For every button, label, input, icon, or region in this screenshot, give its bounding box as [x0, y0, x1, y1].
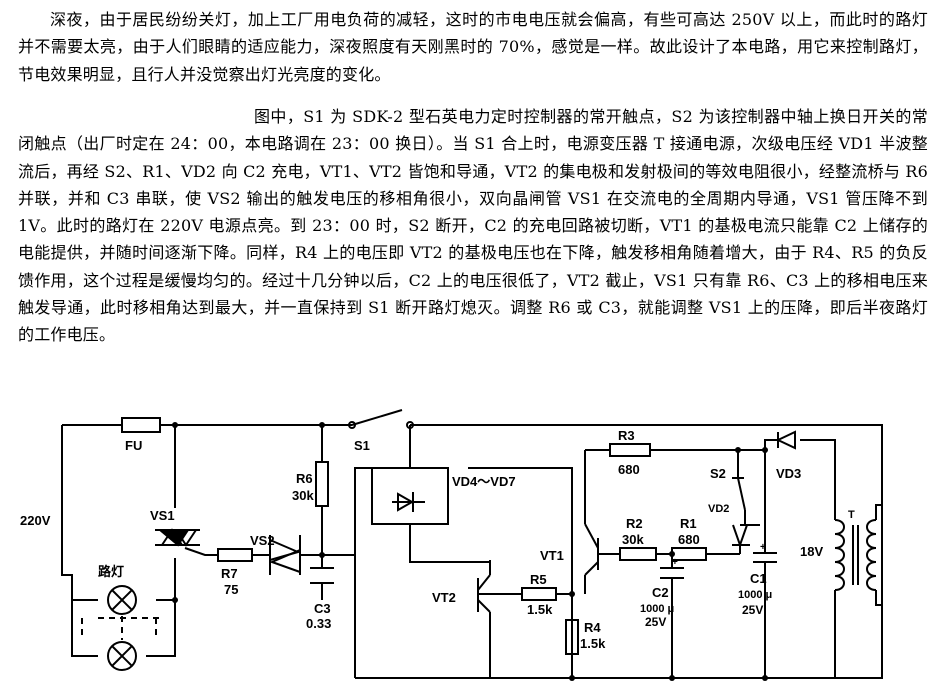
wires: [61, 424, 883, 679]
resistor-r4: R4 1.5k: [565, 619, 606, 655]
capacitor-c3: C3 0.33: [306, 567, 334, 631]
resistor-r1: R1 680: [671, 516, 707, 561]
svg-text:+: +: [672, 557, 678, 568]
r4-label: R4: [584, 620, 601, 635]
rectifier-bridge: VD4～VD7: [371, 467, 516, 525]
c1-label: C1: [750, 571, 767, 586]
r7-label: R7: [221, 566, 238, 581]
capacitor-c2: + C2 1000 μ 25V: [640, 557, 684, 629]
svg-text:+: +: [760, 542, 766, 553]
r3-label: R3: [618, 428, 635, 443]
diode-vd2: VD2: [708, 503, 760, 549]
transistor-vt2: VT2: [409, 548, 491, 613]
switch-s2: S2: [710, 466, 746, 511]
r7-value: 75: [224, 582, 238, 597]
r3-value: 680: [618, 462, 640, 477]
resistor-r2: R2 30k: [619, 516, 657, 561]
street-lamps: 路灯: [98, 564, 137, 671]
c3-label: C3: [314, 601, 331, 616]
c1-voltage: 25V: [742, 603, 763, 617]
vd3-label: VD3: [776, 466, 801, 481]
r5-value: 1.5k: [527, 602, 553, 617]
junction-dots: [172, 422, 768, 681]
switch-s1: S1: [348, 409, 414, 453]
explanation-paragraph: 图中，S1 为 SDK-2 型石英电力定时控制器的常开触点，S2 为该控制器中轴…: [18, 107, 928, 345]
r4-value: 1.5k: [580, 636, 606, 651]
t-label: T: [848, 509, 855, 521]
r1-value: 680: [678, 532, 700, 547]
fu-label: FU: [125, 438, 142, 453]
r5-label: R5: [530, 572, 547, 587]
vt2-label: VT2: [432, 590, 456, 605]
resistor-r5: R5 1.5k: [521, 572, 557, 617]
r6-value: 30k: [292, 488, 314, 503]
r1-label: R1: [680, 516, 697, 531]
diac-vs2: VS2: [250, 533, 310, 575]
intro-paragraph: 深夜，由于居民纷纷关灯，加上工厂用电负荷的减轻，这时的市电电压就会偏高，有些可高…: [18, 10, 928, 84]
t-voltage: 18V: [800, 544, 823, 559]
vs2-label: VS2: [250, 533, 275, 548]
lamp-label: 路灯: [98, 564, 124, 579]
s2-label: S2: [710, 466, 726, 481]
r2-label: R2: [626, 516, 643, 531]
fuse-fu: FU: [121, 417, 161, 453]
triac-vs1: VS1: [150, 508, 200, 547]
c2-voltage: 25V: [645, 615, 666, 629]
resistor-r6: R6 30k: [292, 461, 329, 507]
vt1-label: VT1: [540, 548, 564, 563]
vd2-label: VD2: [708, 503, 729, 515]
capacitor-c1: + C1 1000 μ 25V: [738, 542, 777, 617]
c1-value: 1000 μ: [738, 589, 772, 601]
diode-vd3: VD3: [775, 430, 801, 481]
resistor-r7: R7 75: [217, 548, 253, 597]
transformer-t: T 18V: [800, 504, 882, 606]
bridge-label: VD4～VD7: [452, 474, 516, 489]
c2-value: 1000 μ: [640, 603, 674, 615]
supply-voltage-label: 220V: [20, 513, 51, 528]
resistor-r3: R3 680: [609, 428, 651, 477]
r6-label: R6: [296, 471, 313, 486]
r2-value: 30k: [622, 532, 644, 547]
c2-label: C2: [652, 585, 669, 600]
vs1-label: VS1: [150, 508, 175, 523]
s1-label: S1: [354, 438, 370, 453]
transistor-vt1: VT1: [540, 523, 599, 576]
c3-value: 0.33: [306, 616, 331, 631]
